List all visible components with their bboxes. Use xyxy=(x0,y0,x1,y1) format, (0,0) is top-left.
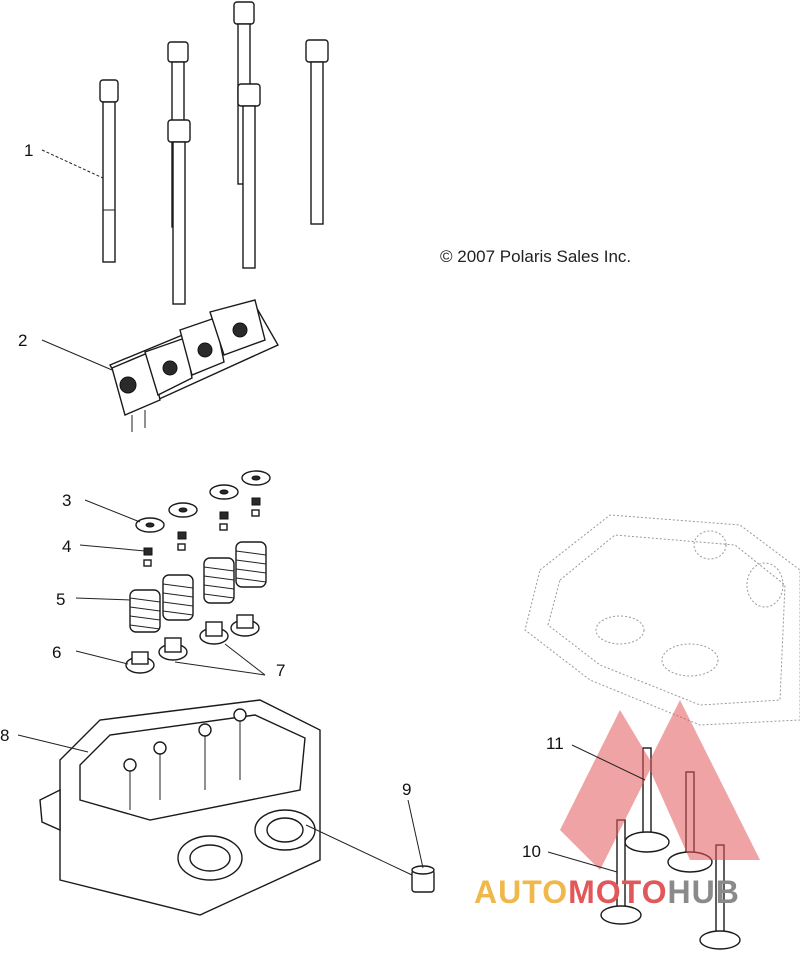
callout-10: 10 xyxy=(522,842,541,861)
callout-1: 1 xyxy=(24,141,33,160)
watermark-hub: HUB xyxy=(667,874,739,910)
callout-11: 11 xyxy=(546,734,564,753)
head-bolt xyxy=(305,39,329,225)
exhaust-valve xyxy=(699,844,741,950)
dowel-pin xyxy=(411,865,435,893)
cylinder-head-reference-outline xyxy=(524,514,800,726)
callout-6: 6 xyxy=(52,643,61,662)
watermark-auto: AUTO xyxy=(474,874,568,910)
valve-spring xyxy=(129,589,161,633)
head-bolts xyxy=(99,1,329,305)
cylinder-head xyxy=(39,699,321,916)
rocker-arm-assembly xyxy=(109,299,279,432)
callout-labels: 1 2 3 4 5 6 7 8 9 10 11 xyxy=(0,141,564,861)
copyright-notice: © 2007 Polaris Sales Inc. xyxy=(440,247,631,266)
callout-8: 8 xyxy=(0,726,9,745)
head-bolt xyxy=(167,119,191,305)
valve-stem-seals xyxy=(125,614,260,674)
valve-springs xyxy=(129,541,267,633)
head-bolt xyxy=(99,79,119,263)
valve-spring-retainers xyxy=(135,470,271,533)
leader-lines xyxy=(17,149,646,876)
callout-9: 9 xyxy=(402,780,411,799)
valve-spring xyxy=(203,557,235,604)
callout-5: 5 xyxy=(56,590,65,609)
callout-3: 3 xyxy=(62,491,71,510)
valve-spring xyxy=(162,574,194,621)
callout-7: 7 xyxy=(276,661,285,680)
head-bolt xyxy=(237,83,261,269)
svg-text:AUTOMOTOHUB: AUTOMOTOHUB xyxy=(474,874,740,910)
watermark-moto: MOTO xyxy=(568,874,667,910)
callout-4: 4 xyxy=(62,537,71,556)
watermark-triangle-icon xyxy=(560,700,760,870)
watermark-logo: AUTOMOTOHUB xyxy=(474,700,760,910)
valve-keepers xyxy=(143,497,261,567)
callout-2: 2 xyxy=(18,331,27,350)
valve-spring xyxy=(235,541,267,588)
